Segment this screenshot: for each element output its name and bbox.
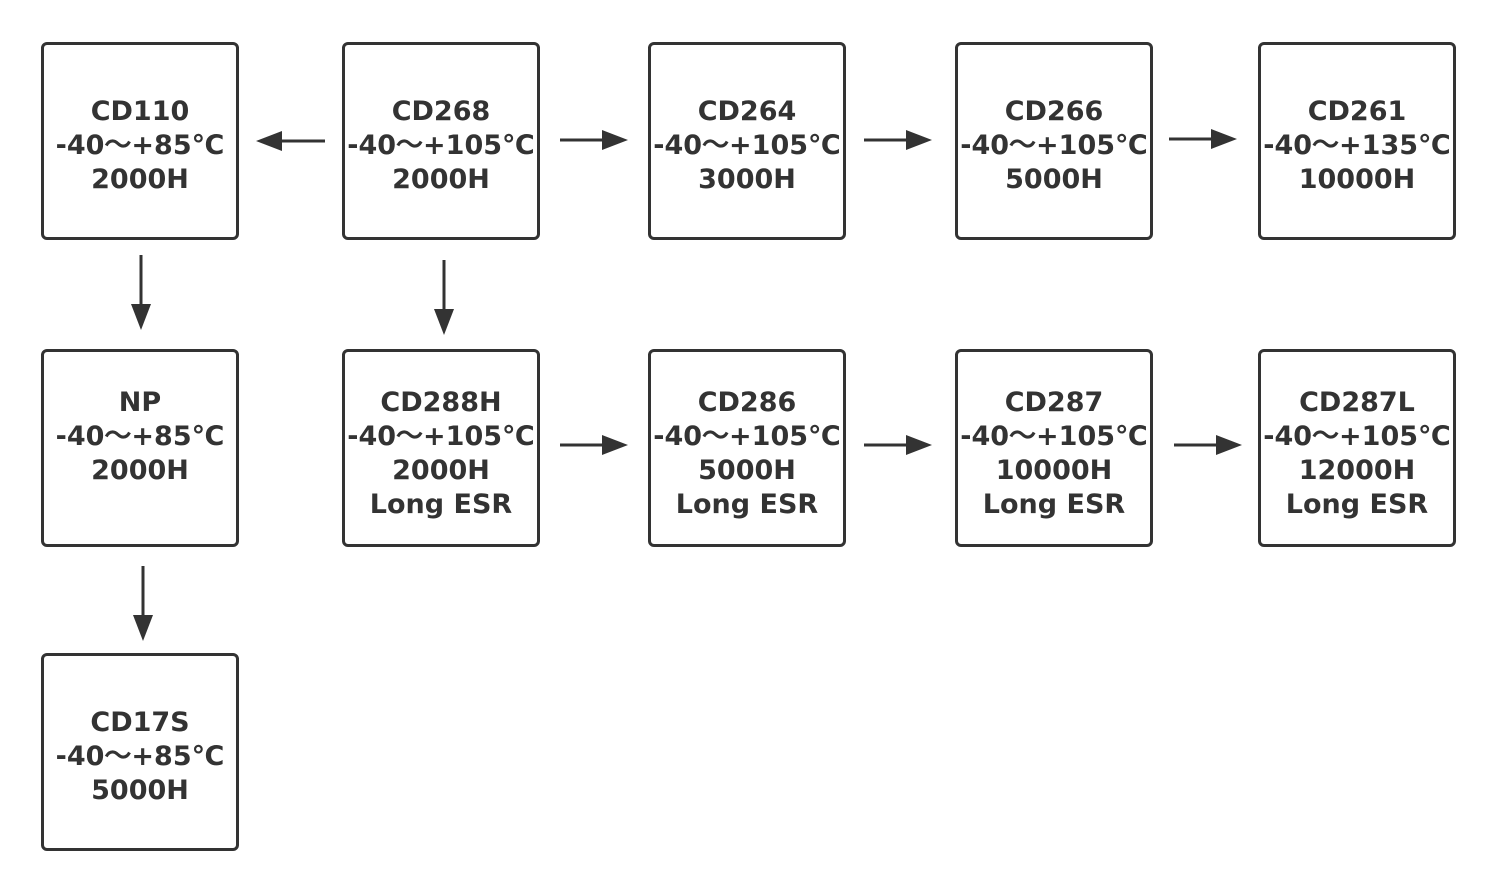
edge-cd110-to-np xyxy=(131,255,151,330)
node-name: CD287 xyxy=(1004,387,1104,418)
edge-cd287-to-cd287l xyxy=(1174,435,1242,455)
node-temperature: -40～+105℃ xyxy=(653,421,841,452)
node-name: CD110 xyxy=(90,96,190,127)
node-temperature: -40～+105℃ xyxy=(347,130,535,161)
node-temperature: -40～+85℃ xyxy=(55,421,225,452)
node-lifetime: 5000H xyxy=(698,455,796,486)
node-note: Long ESR xyxy=(1285,489,1429,520)
node-temperature: -40～+105℃ xyxy=(960,421,1148,452)
node-name: CD287L xyxy=(1299,387,1415,418)
edge-cd266-to-cd261 xyxy=(1169,129,1237,149)
node-name: CD288H xyxy=(380,387,502,418)
node-cd287l: CD287L -40～+105℃ 12000H Long ESR xyxy=(1258,349,1456,547)
node-temperature: -40～+85℃ xyxy=(55,130,225,161)
node-lifetime: 3000H xyxy=(698,164,796,195)
node-lifetime: 10000H xyxy=(995,455,1113,486)
node-temperature: -40～+105℃ xyxy=(347,421,535,452)
node-temperature: -40～+105℃ xyxy=(1263,421,1451,452)
node-name: CD266 xyxy=(1004,96,1104,127)
node-cd288h: CD288H -40～+105℃ 2000H Long ESR xyxy=(342,349,540,547)
node-lifetime: 2000H xyxy=(392,455,490,486)
node-lifetime: 2000H xyxy=(392,164,490,195)
edge-cd264-to-cd266 xyxy=(864,130,932,150)
node-lifetime: 2000H xyxy=(91,164,189,195)
node-cd287: CD287 -40～+105℃ 10000H Long ESR xyxy=(955,349,1153,547)
node-lifetime: 10000H xyxy=(1298,164,1416,195)
node-name: CD264 xyxy=(697,96,797,127)
edge-np-to-cd17s xyxy=(133,566,153,641)
node-name: CD261 xyxy=(1307,96,1407,127)
node-lifetime: 2000H xyxy=(91,455,189,486)
node-name: CD268 xyxy=(391,96,491,127)
node-name: CD286 xyxy=(697,387,797,418)
node-temperature: -40～+85℃ xyxy=(55,741,225,772)
node-cd286: CD286 -40～+105℃ 5000H Long ESR xyxy=(648,349,846,547)
node-cd268: CD268 -40～+105℃ 2000H xyxy=(342,42,540,240)
node-cd110: CD110 -40～+85℃ 2000H xyxy=(41,42,239,240)
node-lifetime: 12000H xyxy=(1298,455,1416,486)
node-temperature: -40～+105℃ xyxy=(960,130,1148,161)
edge-cd286-to-cd287 xyxy=(864,435,932,455)
edge-cd268-to-cd110 xyxy=(256,131,325,151)
edge-cd268-to-cd264 xyxy=(560,130,628,150)
node-note: Long ESR xyxy=(369,489,513,520)
node-cd264: CD264 -40～+105℃ 3000H xyxy=(648,42,846,240)
node-lifetime: 5000H xyxy=(91,775,189,806)
node-name: CD17S xyxy=(90,707,190,738)
node-lifetime: 5000H xyxy=(1005,164,1103,195)
node-note: Long ESR xyxy=(982,489,1126,520)
node-cd261: CD261 -40～+135℃ 10000H xyxy=(1258,42,1456,240)
edge-cd268-to-cd288h xyxy=(434,260,454,335)
node-temperature: -40～+135℃ xyxy=(1263,130,1451,161)
node-cd17s: CD17S -40～+85℃ 5000H xyxy=(41,653,239,851)
node-note: Long ESR xyxy=(675,489,819,520)
edge-cd288h-to-cd286 xyxy=(560,435,628,455)
node-name: NP xyxy=(118,387,162,418)
node-temperature: -40～+105℃ xyxy=(653,130,841,161)
node-cd266: CD266 -40～+105℃ 5000H xyxy=(955,42,1153,240)
node-np: NP -40～+85℃ 2000H xyxy=(41,349,239,547)
